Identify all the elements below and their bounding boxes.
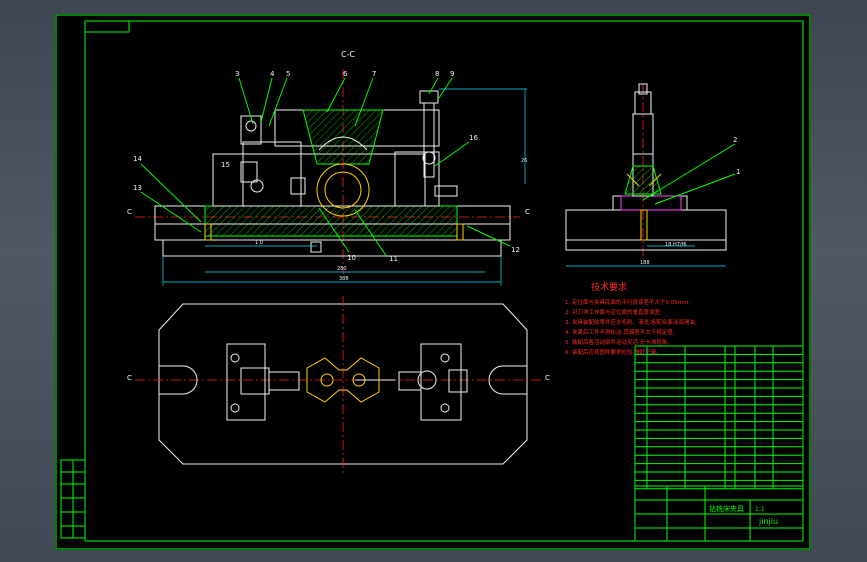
plan-outline	[158, 303, 528, 465]
part-number-16: 16	[469, 134, 478, 142]
plan-left-block	[226, 343, 266, 421]
part-number-5: 5	[286, 70, 290, 78]
left-support	[242, 141, 302, 207]
parts-list	[634, 345, 804, 490]
part-number-12: 12	[511, 246, 520, 254]
tech-req-1: 1. 定位面与夹具底面的平行度误差不大于0.05mm;	[565, 298, 690, 306]
corner-code-box	[84, 20, 130, 33]
section-title: C-C	[341, 50, 355, 59]
left-nut	[250, 179, 264, 193]
part-number-4: 4	[270, 70, 275, 78]
part-number-6: 6	[343, 70, 348, 78]
left-sign-strip	[60, 459, 86, 539]
plan-view: C C	[127, 296, 550, 474]
side-base	[565, 209, 727, 241]
left-stud	[240, 115, 262, 145]
part-number-15: 15	[221, 161, 230, 169]
front-section-view: C-C	[133, 50, 527, 286]
right-stud	[423, 102, 435, 178]
dim-front-height: 26	[521, 158, 527, 164]
scale-value: 1:1	[755, 506, 765, 513]
part-number-8: 8	[435, 70, 439, 78]
side-view: 2 1 188 18 H7/f6	[565, 83, 740, 267]
tech-req-4: 4. 夹紧后工件不得松动,其偏差不大于规定值;	[565, 328, 675, 336]
section-marker-front-left: C	[127, 208, 132, 216]
workpiece-bore	[316, 163, 370, 217]
dim-front-overall: 388	[339, 276, 349, 282]
part-number-10: 10	[347, 254, 356, 262]
cad-viewport[interactable]: C-C	[55, 14, 811, 550]
part-number-14: 14	[133, 155, 142, 163]
base-section-hatch	[204, 205, 458, 237]
company-name: jinjiu	[758, 517, 778, 526]
plan-workpiece	[306, 357, 380, 403]
tech-req-6: 6. 装配后应按图样要求检验,做好记录。	[565, 348, 662, 356]
drawing-name: 钻铣床夹具	[709, 504, 744, 513]
section-marker-left: C	[127, 374, 132, 382]
outer-border	[55, 14, 811, 550]
tech-req-3: 3. 夹具装配前零件应去毛刺、清洗,各配合面涂润滑油;	[565, 318, 697, 326]
dim-front-inner: 1 0	[255, 240, 263, 246]
tech-req-title: 技术要求	[591, 281, 627, 293]
section-marker-front-right: C	[525, 208, 530, 216]
part-number-13: 13	[133, 184, 142, 192]
drawing-sheet: C-C	[55, 14, 811, 550]
part-number-7: 7	[372, 70, 376, 78]
right-support	[394, 151, 440, 207]
base-foot	[162, 239, 502, 257]
title-block: 钻铣床夹具 jinjiu 1:1	[634, 485, 804, 542]
tech-req-5: 5. 装配后各活动部件运动灵活,无卡滞现象;	[565, 338, 669, 346]
plan-right-slot	[488, 365, 527, 395]
right-nut	[419, 90, 439, 104]
inner-border	[84, 20, 804, 542]
plan-left-slot	[159, 365, 198, 395]
tech-req-2: 2. 对刀块工作面与定位面的垂直度误差;	[565, 308, 662, 316]
part-number-9: 9	[450, 70, 454, 78]
tech-requirements: 技术要求 1. 定位面与夹具底面的平行度误差不大于0.05mm; 2. 对刀块工…	[565, 281, 697, 356]
dim-side-width: 188	[640, 260, 650, 266]
part-number-11: 11	[389, 255, 398, 263]
part-number-1: 1	[736, 168, 740, 176]
section-marker-right: C	[545, 374, 550, 382]
part-number-3: 3	[235, 70, 239, 78]
dim-side-fit: 18 H7/f6	[665, 242, 687, 248]
dim-front-mid: 280	[337, 266, 347, 272]
part-number-2: 2	[733, 136, 737, 144]
